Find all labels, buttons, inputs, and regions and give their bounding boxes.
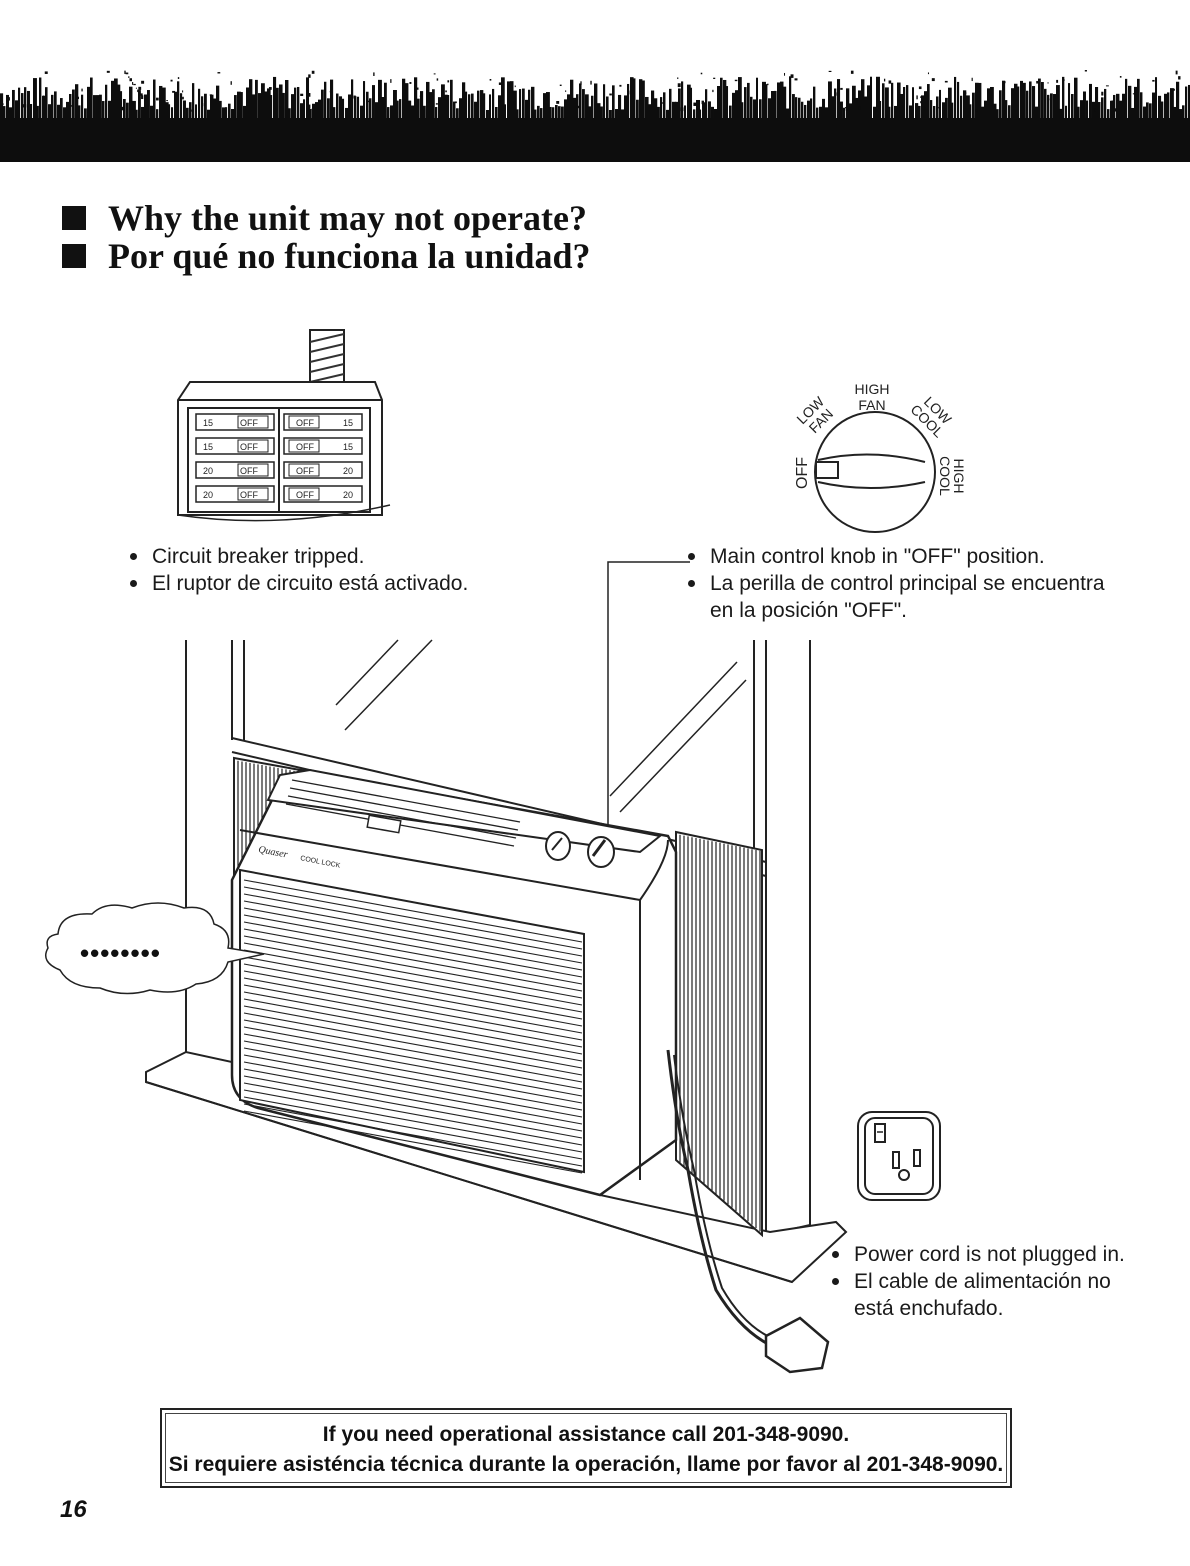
control-dial-illustration	[814, 411, 936, 533]
heading-spanish-text: Por qué no funciona la unidad?	[108, 236, 591, 276]
knob-callout-line	[607, 561, 690, 840]
cause-breaker-list: Circuit breaker tripped. El ruptor de ci…	[124, 543, 468, 597]
wall-outlet-illustration	[857, 1111, 941, 1201]
breaker-amp-label: 20	[203, 490, 213, 500]
heading-english-text: Why the unit may not operate?	[108, 198, 587, 238]
breaker-switch-label: OFF	[240, 490, 258, 500]
breaker-switch-label: OFF	[240, 418, 258, 428]
breaker-rows: 15 OFF OFF 15 15 OFF OFF 15 20 OFF OFF 2…	[195, 413, 363, 503]
breaker-switch-label: OFF	[296, 466, 314, 476]
heading-bullet-square	[62, 206, 86, 230]
heading-english: Why the unit may not operate?	[62, 198, 587, 238]
cause-knob-es-line2: en la posición "OFF".	[710, 599, 907, 622]
breaker-amp-label: 20	[343, 466, 353, 476]
speech-bubble	[45, 902, 265, 995]
cause-cord-list: Power cord is not plugged in. El cable d…	[826, 1241, 1125, 1322]
speech-bubble-dots: ••••••••	[80, 938, 161, 968]
dial-off-label: OFF	[794, 457, 811, 489]
breaker-amp-label: 15	[343, 418, 353, 428]
breaker-switch-label: OFF	[296, 490, 314, 500]
assistance-english: If you need operational assistance call …	[322, 1423, 850, 1446]
dial-high-fan-bottom: FAN	[858, 397, 885, 413]
breaker-switch-label: OFF	[240, 442, 258, 452]
cause-cord-es-line2: está enchufado.	[854, 1297, 1004, 1320]
dial-high-fan-top: HIGH	[855, 381, 890, 397]
cause-knob-es: La perilla de control principal se encue…	[682, 570, 1105, 624]
breaker-amp-label: 15	[203, 442, 213, 452]
page-number: 16	[60, 1496, 87, 1523]
cause-cord-es-line1: El cable de alimentación no	[854, 1270, 1111, 1293]
heading-bullet-square	[62, 244, 86, 268]
dial-high-cool-bottom: COOL	[937, 456, 953, 496]
illustration: 15 OFF OFF 15 15 OFF OFF 15 20 OFF OFF 2…	[45, 329, 967, 1374]
breaker-switch-label: OFF	[296, 442, 314, 452]
accordion-panel-right	[675, 830, 763, 1238]
cause-breaker-en: Circuit breaker tripped.	[124, 543, 468, 570]
dial-high-cool-top: HIGH	[951, 459, 967, 494]
cause-cord-es: El cable de alimentación no está enchufa…	[826, 1268, 1125, 1322]
breaker-panel-illustration	[177, 329, 391, 522]
breaker-switch-label: OFF	[296, 418, 314, 428]
air-conditioner-illustration	[230, 768, 830, 1374]
breaker-switch-label: OFF	[240, 466, 258, 476]
breaker-amp-label: 20	[343, 490, 353, 500]
cause-knob-list: Main control knob in "OFF" position. La …	[682, 543, 1105, 624]
heading-spanish: Por qué no funciona la unidad?	[62, 236, 590, 276]
breaker-amp-label: 20	[203, 466, 213, 476]
assistance-spanish: Si requiere asisténcia técnica durante l…	[168, 1453, 1004, 1476]
breaker-amp-label: 15	[343, 442, 353, 452]
cause-knob-es-line1: La perilla de control principal se encue…	[710, 572, 1105, 595]
cause-cord-en: Power cord is not plugged in.	[826, 1241, 1125, 1268]
cause-breaker-es: El ruptor de circuito está activado.	[124, 570, 468, 597]
breaker-amp-label: 15	[203, 418, 213, 428]
cause-knob-en: Main control knob in "OFF" position.	[682, 543, 1105, 570]
header-band	[0, 70, 1190, 162]
assistance-box: If you need operational assistance call …	[160, 1408, 1012, 1488]
